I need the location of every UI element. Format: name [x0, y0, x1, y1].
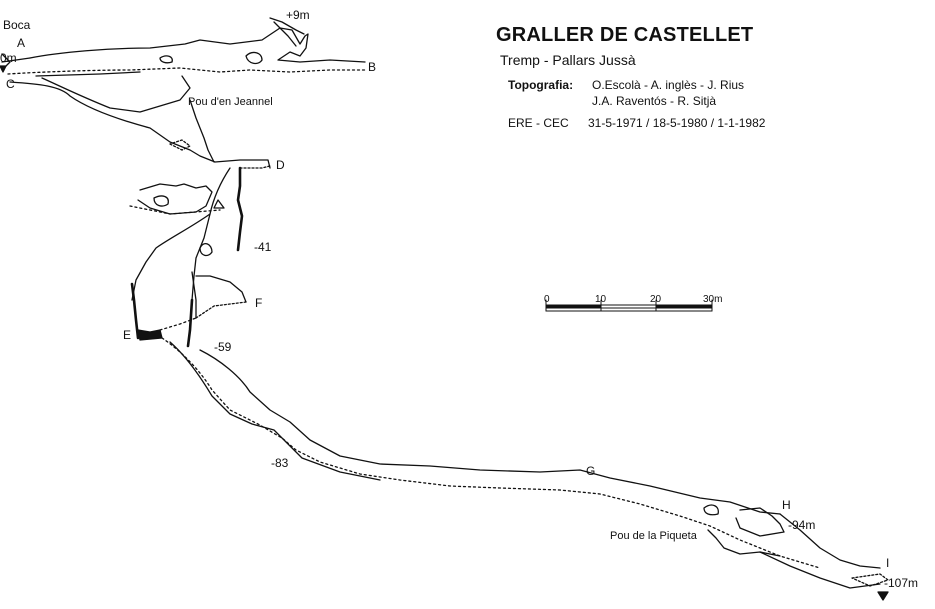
topografia-authors-line2: J.A. Raventós - R. Sitjà	[592, 94, 717, 108]
piqueta-shaft	[707, 529, 781, 557]
main-passage-floor-line	[169, 341, 381, 481]
terminal-ledge	[851, 573, 889, 587]
shaft-d-right-wall	[236, 166, 244, 252]
pit-e-floor	[137, 329, 163, 341]
topografia-label: Topografia:	[508, 78, 574, 92]
label-a: A	[17, 36, 26, 50]
h-pocket	[703, 504, 719, 516]
side-gallery-upper-inner	[153, 195, 169, 207]
main-passage-floor	[161, 337, 821, 569]
lower-passage-floor	[759, 551, 881, 589]
upper-gallery-floor-line	[35, 71, 141, 77]
f-branch-wall	[191, 271, 197, 319]
shaft-d-top-ledge	[239, 165, 271, 169]
jeannel-shaft	[189, 99, 215, 163]
upper-gallery-floor	[7, 67, 366, 75]
terminal-marker	[877, 591, 889, 601]
label-b: B	[368, 60, 377, 74]
label-pou-piqueta: Pou de la Piqueta	[610, 530, 697, 542]
label-e: E	[123, 328, 132, 342]
label-0m: 0m	[0, 51, 17, 65]
f-branch-roof	[195, 275, 247, 303]
survey-dates: 31-5-1971 / 18-5-1980 / 1-1-1982	[588, 116, 766, 130]
scale-tick-20: 20	[650, 294, 662, 305]
label-f: F	[255, 296, 263, 310]
datum-marker-0m	[0, 65, 7, 73]
descent-floor-c	[41, 75, 191, 113]
shaft-e-wall	[130, 282, 140, 340]
main-passage-roof	[199, 349, 781, 515]
label-minus107m: -107m	[884, 576, 919, 590]
diagram-title: GRALLER DE CASTELLET	[496, 24, 754, 46]
scale-tick-30m: 30m	[703, 294, 723, 305]
shaft-59-wall	[186, 298, 194, 348]
upper-pocket-2	[159, 55, 173, 64]
location-subtitle: Tremp - Pallars Jussà	[500, 52, 636, 68]
side-gallery-upper	[137, 183, 213, 215]
label-pou-jeannel: Pou d'en Jeannel	[188, 96, 273, 108]
label-i: I	[886, 556, 890, 570]
marker-triangle	[213, 199, 225, 209]
f-branch-floor	[195, 301, 247, 319]
label-minus94m: -94m	[788, 518, 816, 532]
scale-tick-10: 10	[595, 294, 607, 305]
lower-passage-roof	[779, 513, 881, 569]
label-c: C	[6, 77, 15, 91]
label-minus41: -41	[254, 240, 272, 254]
label-minus83: -83	[271, 456, 289, 470]
h-branch	[735, 507, 785, 537]
ere-label: ERE - CEC	[508, 116, 569, 130]
topografia-authors-line1: O.Escolà - A. inglès - J. Rius	[592, 78, 745, 92]
middle-chamber-pocket	[199, 243, 213, 257]
label-boca: Boca	[3, 18, 31, 32]
label-minus59: -59	[214, 340, 232, 354]
upper-pocket-1	[245, 51, 263, 65]
upper-branch-plus9	[269, 17, 305, 47]
jeannel-ledge	[169, 139, 191, 151]
label-d: D	[276, 158, 285, 172]
scale-tick-0: 0	[544, 294, 550, 305]
upper-gallery-roof	[29, 27, 366, 63]
descent-ceiling-c	[9, 81, 271, 169]
side-gallery-dots	[129, 205, 221, 215]
label-g: G	[586, 464, 596, 478]
middle-chamber-roof	[131, 213, 211, 301]
scale-bar	[545, 299, 713, 312]
label-h: H	[782, 498, 791, 512]
label-plus9m: +9m	[286, 8, 310, 22]
